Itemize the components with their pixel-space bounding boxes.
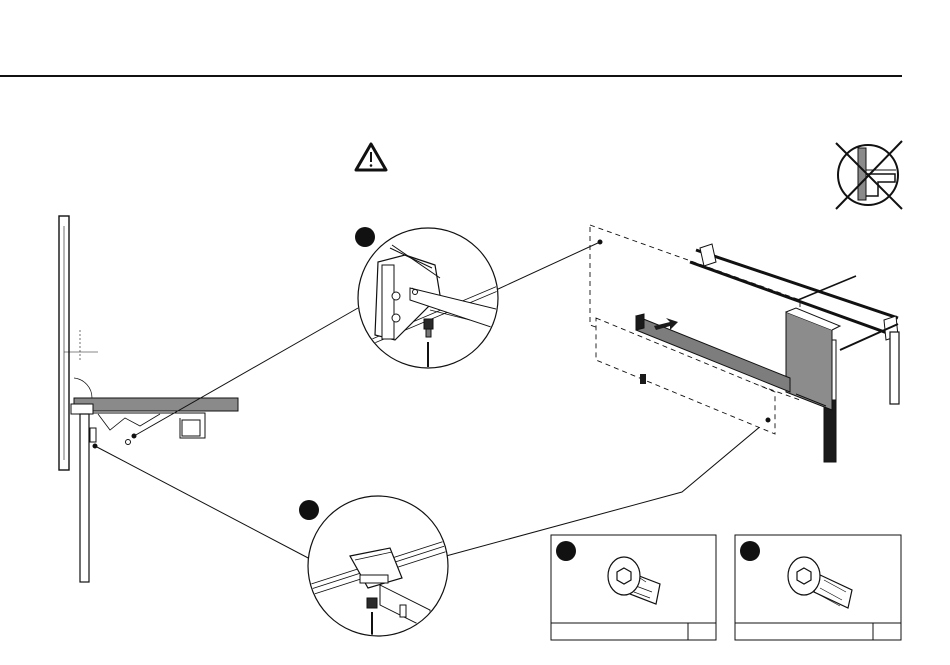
step-2-badge bbox=[299, 500, 319, 520]
part-box-1 bbox=[551, 535, 716, 640]
side-elevation-view bbox=[59, 216, 238, 582]
prohibited-crossed-circle-icon bbox=[836, 141, 902, 209]
isometric-desk-view bbox=[590, 225, 899, 462]
leader-line-detail-1-right bbox=[496, 242, 600, 290]
part-box-2 bbox=[735, 535, 901, 640]
part-1-badge bbox=[556, 541, 576, 561]
part-2-badge bbox=[740, 541, 760, 561]
detail-circle-1 bbox=[358, 228, 500, 368]
detail-circle-2 bbox=[308, 496, 448, 640]
leader-line-detail-1 bbox=[134, 308, 358, 436]
step-1-badge bbox=[355, 227, 375, 247]
leader-line-detail-2 bbox=[95, 446, 312, 560]
warning-triangle-icon bbox=[356, 144, 386, 170]
